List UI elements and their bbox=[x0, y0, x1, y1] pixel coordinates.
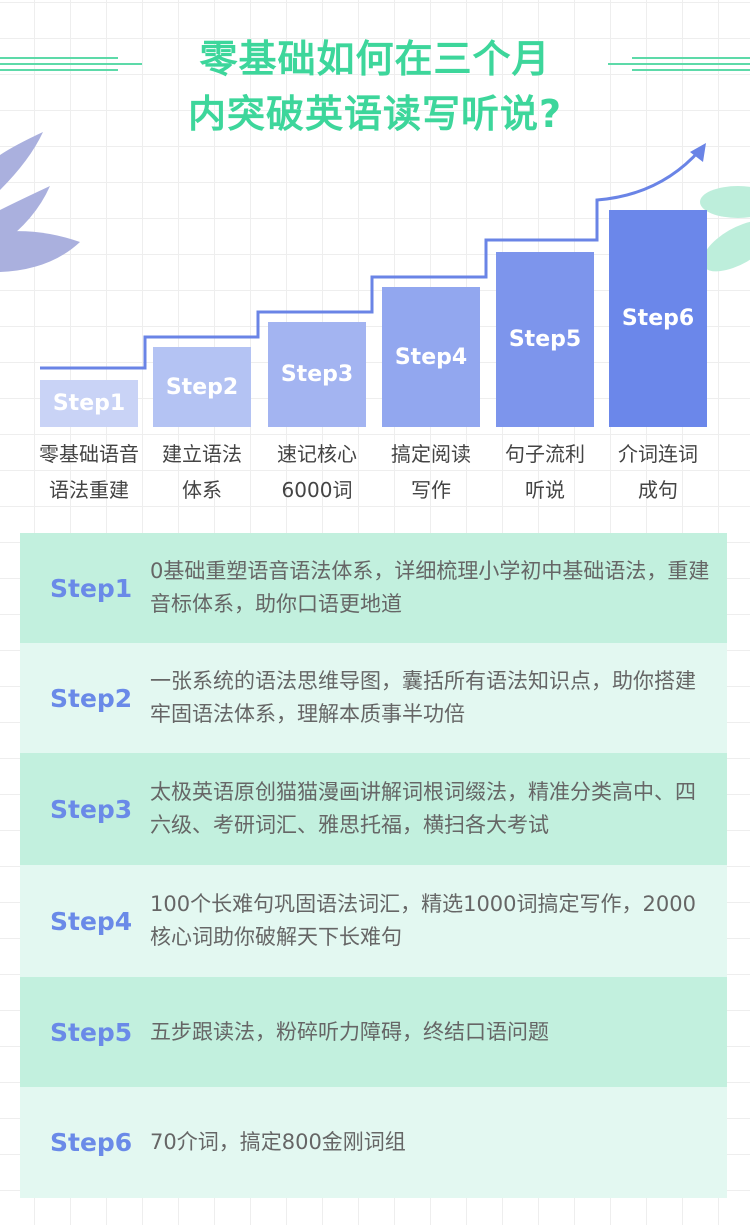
leaf-decoration-right bbox=[700, 186, 750, 272]
step-row: Step1 0基础重塑语音语法体系，详细梳理小学初中基础语法，重建音标体系，助你… bbox=[20, 533, 727, 643]
step-row-name: Step3 bbox=[50, 794, 133, 824]
step-label-line2: 成句 bbox=[638, 478, 678, 502]
step-label-line2: 听说 bbox=[525, 478, 565, 502]
page-title-line1: 零基础如何在三个月 bbox=[199, 37, 551, 81]
step-bar: Step3 bbox=[268, 322, 366, 427]
step-bar-label: 速记核心 6000词 bbox=[257, 436, 377, 508]
step-row-name: Step2 bbox=[50, 683, 133, 713]
step-row-name: Step4 bbox=[50, 906, 133, 936]
step-bar: Step4 bbox=[382, 287, 480, 427]
growth-arrow bbox=[40, 143, 706, 370]
step-row-description: 100个长难句巩固语法词汇，精选1000词搞定写作，2000核心词助你破解天下长… bbox=[150, 892, 696, 949]
title-decoration-line bbox=[608, 63, 750, 65]
step-row: Step5 五步跟读法，粉碎听力障碍，终结口语问题 bbox=[20, 977, 727, 1087]
title-decoration-line bbox=[0, 57, 118, 59]
step-bar: Step1 bbox=[40, 380, 138, 427]
step-row-description: 五步跟读法，粉碎听力障碍，终结口语问题 bbox=[150, 1019, 549, 1044]
step-row-name: Step1 bbox=[50, 573, 133, 603]
title-decoration-line bbox=[632, 57, 750, 59]
step-row: Step2 一张系统的语法思维导图，囊括所有语法知识点，助你搭建牢固语法体系，理… bbox=[20, 643, 727, 753]
step-bar: Step2 bbox=[153, 347, 251, 427]
step-label-line1: 建立语法 bbox=[162, 442, 242, 466]
step-row: Step4 100个长难句巩固语法词汇，精选1000词搞定写作，2000核心词助… bbox=[20, 865, 727, 977]
step-bar-label: 介词连词成句 bbox=[598, 436, 718, 508]
step-label-line2: 语法重建 bbox=[49, 478, 129, 502]
step-label-line1: 搞定阅读 bbox=[391, 442, 471, 466]
step-row-name: Step5 bbox=[50, 1017, 133, 1047]
step-label-line2: 6000词 bbox=[281, 478, 353, 502]
title-decoration-line bbox=[0, 63, 142, 65]
step-row-description: 太极英语原创猫猫漫画讲解词根词缀法，精准分类高中、四六级、考研词汇、雅思托福，横… bbox=[150, 780, 696, 837]
step-row: Step6 70介词，搞定800金刚词组 bbox=[20, 1087, 727, 1198]
title-decoration-line bbox=[0, 69, 118, 71]
step-label-line2: 写作 bbox=[411, 478, 451, 502]
step-label-line1: 速记核心 bbox=[277, 442, 357, 466]
step-label-line2: 体系 bbox=[182, 478, 222, 502]
step-bar: Step5 bbox=[496, 252, 594, 427]
step-label-line1: 零基础语音 bbox=[39, 442, 139, 466]
step-row-description: 一张系统的语法思维导图，囊括所有语法知识点，助你搭建牢固语法体系，理解本质事半功… bbox=[150, 669, 696, 726]
step-bar-label: 句子流利听说 bbox=[485, 436, 605, 508]
step-row: Step3 太极英语原创猫猫漫画讲解词根词缀法，精准分类高中、四六级、考研词汇、… bbox=[20, 753, 727, 865]
leaf-decoration-left bbox=[0, 132, 80, 272]
step-bar-label: 搞定阅读写作 bbox=[371, 436, 491, 508]
step-bar-label: 零基础语音语法重建 bbox=[29, 436, 149, 508]
step-row-name: Step6 bbox=[50, 1128, 133, 1157]
step-row-description: 70介词，搞定800金刚词组 bbox=[150, 1130, 406, 1154]
step-row-description: 0基础重塑语音语法体系，详细梳理小学初中基础语法，重建音标体系，助你口语更地道 bbox=[150, 559, 710, 616]
title-decoration-line bbox=[632, 69, 750, 71]
page-title-line2: 内突破英语读写听说? bbox=[187, 92, 563, 136]
step-bar: Step6 bbox=[609, 210, 707, 427]
step-bar-label: 建立语法体系 bbox=[142, 436, 262, 508]
step-label-line1: 句子流利 bbox=[505, 442, 585, 466]
step-label-line1: 介词连词 bbox=[618, 442, 698, 466]
